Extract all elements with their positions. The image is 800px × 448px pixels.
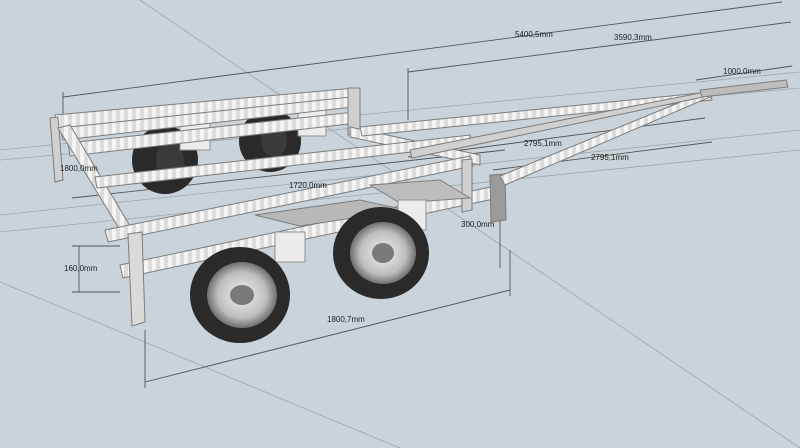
label-crossmember-gap: 300,0mm xyxy=(461,220,495,229)
label-wheelbase: 1800,7mm xyxy=(327,315,365,324)
rear-right-post xyxy=(127,231,146,327)
left-post xyxy=(49,116,64,183)
drawbar-left xyxy=(359,91,713,137)
label-frame-to-hitch: 3590,3mm xyxy=(614,33,652,42)
tongue xyxy=(699,79,789,98)
dim-overall-line xyxy=(62,1,783,98)
dim-wheelbase-line xyxy=(144,289,511,383)
dim-tongue-line xyxy=(695,65,793,81)
label-overall-length: 5400,5mm xyxy=(515,30,553,39)
drawbar-right xyxy=(499,91,711,186)
drawbar xyxy=(359,79,789,186)
front-right-post xyxy=(489,173,507,223)
floor-plate xyxy=(368,179,472,204)
label-rear-width: 1800,0mm xyxy=(60,164,98,173)
label-tongue-end: 1000,0mm xyxy=(723,67,761,76)
dimension-labels: 5400,5mm 3590,3mm 1000,0mm 2795,1mm 2795… xyxy=(60,30,761,324)
dim-frame-hitch-line xyxy=(407,21,792,73)
front-mid-post xyxy=(461,158,473,213)
right-top-rail xyxy=(104,155,474,243)
near-spring-1 xyxy=(274,231,306,263)
label-drawbar-right: 2795,1mm xyxy=(591,153,629,162)
label-frame-width: 1720,0mm xyxy=(289,181,327,190)
near-wheels xyxy=(190,207,429,343)
label-frame-height: 160,0mm xyxy=(64,264,98,273)
dim-frame-width-line xyxy=(71,149,506,199)
label-drawbar-left: 2795,1mm xyxy=(524,139,562,148)
